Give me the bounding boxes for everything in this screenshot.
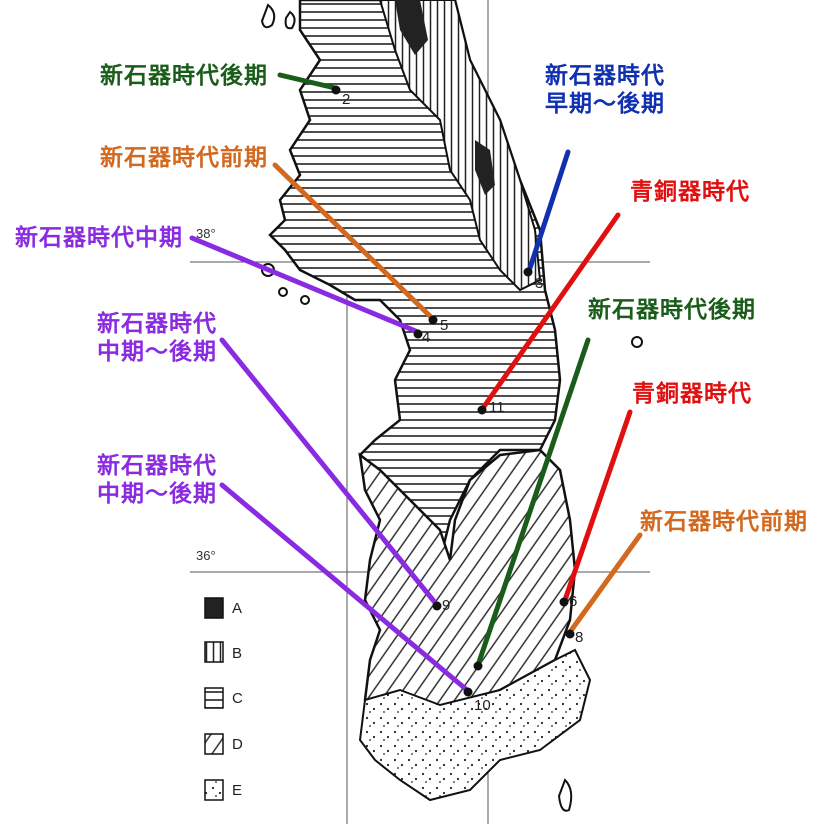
site-marker-6: [559, 597, 569, 607]
legend-label-c: C: [232, 690, 243, 707]
site-number: 5: [440, 317, 448, 334]
site-marker-9: [432, 601, 442, 611]
label-bronze-age-1: 青銅器時代: [630, 179, 750, 205]
site-markers: [331, 85, 575, 697]
label-line: 新石器時代: [545, 63, 665, 89]
site-numbers: 2 3 4 5 11 9 10 6 8: [342, 91, 583, 714]
region-e-dots: [358, 648, 592, 802]
label-line: 新石器時代: [97, 311, 217, 337]
site-marker-3: [523, 267, 533, 277]
legend-label-b: B: [232, 645, 243, 662]
label-bronze-age-2: 青銅器時代: [632, 381, 752, 407]
legend-swatch-e: [204, 779, 224, 801]
site-number: 2: [342, 91, 350, 108]
site-marker-2: [331, 85, 341, 95]
site-marker-green: [473, 661, 483, 671]
legend-swatch-b: [204, 641, 224, 663]
legend-swatch-a: [204, 597, 224, 619]
label-line: 中期～後期: [97, 481, 217, 507]
site-marker-5: [428, 315, 438, 325]
label-line: 新石器時代: [97, 453, 217, 479]
legend-label-a: A: [232, 600, 243, 617]
latitude-label-38: 38°: [196, 226, 216, 241]
legend-label-d: D: [232, 736, 243, 753]
label-line: 中期～後期: [97, 339, 217, 365]
label-neolithic-middle-late-2: 新石器時代 中期～後期: [97, 452, 217, 508]
site-marker-10: [463, 687, 473, 697]
connector-lines: [189, 72, 643, 693]
site-number: 9: [442, 597, 450, 614]
legend-swatch-c: [204, 687, 224, 709]
site-number: 4: [422, 329, 430, 346]
site-marker-8: [565, 629, 575, 639]
site-marker-4: [413, 329, 423, 339]
label-neolithic-middle-late-1: 新石器時代 中期～後期: [97, 310, 217, 366]
label-neolithic-middle: 新石器時代中期: [15, 225, 183, 251]
region-b-vertical: [378, 0, 542, 292]
label-neolithic-late-2: 新石器時代後期: [588, 297, 756, 323]
region-a-solid-2: [475, 140, 495, 195]
site-number: 11: [489, 399, 505, 416]
region-a-solid: [395, 0, 428, 55]
label-neolithic-late-1: 新石器時代後期: [100, 63, 268, 89]
latitude-label-36: 36°: [196, 548, 216, 563]
site-number: 6: [569, 593, 577, 610]
label-neolithic-early-1: 新石器時代前期: [100, 145, 268, 171]
label-neolithic-early-late: 新石器時代 早期～後期: [545, 62, 665, 118]
site-number: 3: [535, 275, 543, 292]
legend-boxes: [204, 597, 224, 801]
site-number: 8: [575, 629, 583, 646]
label-line: 早期～後期: [545, 91, 665, 117]
legend-label-e: E: [232, 782, 243, 799]
label-neolithic-early-2: 新石器時代前期: [640, 509, 808, 535]
site-marker-11: [477, 405, 487, 415]
legend-swatch-d: [204, 733, 224, 755]
site-number: 10: [474, 697, 491, 714]
